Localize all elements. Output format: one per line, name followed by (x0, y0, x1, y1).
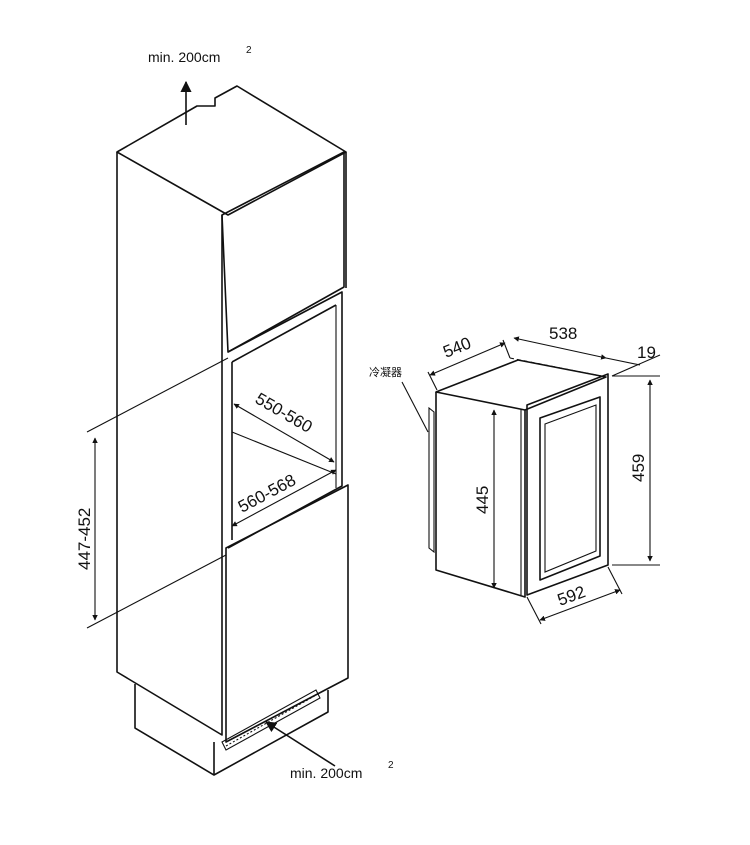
condenser (428, 406, 435, 554)
cabinet-left-side (116, 152, 223, 736)
vent-bottom-sup: 2 (388, 760, 394, 771)
upper-door (221, 151, 345, 353)
niche-width-line (231, 469, 337, 527)
front-width-label: 592 (555, 582, 588, 610)
top-width-line (513, 336, 607, 360)
lower-door (225, 484, 349, 743)
front-width-line (539, 589, 621, 621)
cabinet-top-face (116, 85, 347, 216)
vent-bottom-label: min. 200cm (290, 765, 362, 781)
niche-depth-line (233, 403, 335, 463)
door-thickness-label: 19 (637, 343, 656, 362)
vent-top-sup: 2 (246, 45, 252, 56)
appliance-side (435, 392, 526, 598)
appliance-door (526, 373, 609, 596)
top-width-label: 538 (549, 324, 577, 343)
niche-depth-label: 550-560 (252, 389, 316, 437)
appliance-body (428, 359, 609, 598)
niche-width-label: 560-568 (235, 470, 299, 516)
total-height-label: 459 (629, 454, 648, 482)
door-glass (539, 396, 601, 581)
depth-line (429, 342, 506, 376)
bottom-vent-grille (221, 689, 321, 751)
body-height-label: 445 (473, 486, 492, 514)
tall-cabinet (116, 85, 349, 776)
cabinet-plinth (134, 684, 329, 776)
depth-label: 540 (440, 333, 473, 361)
niche-height-label: 447-452 (75, 508, 94, 570)
vent-top-label: min. 200cm (148, 49, 220, 65)
condenser-label: 冷凝器 (369, 365, 402, 379)
vent-in-arrow (265, 721, 336, 767)
